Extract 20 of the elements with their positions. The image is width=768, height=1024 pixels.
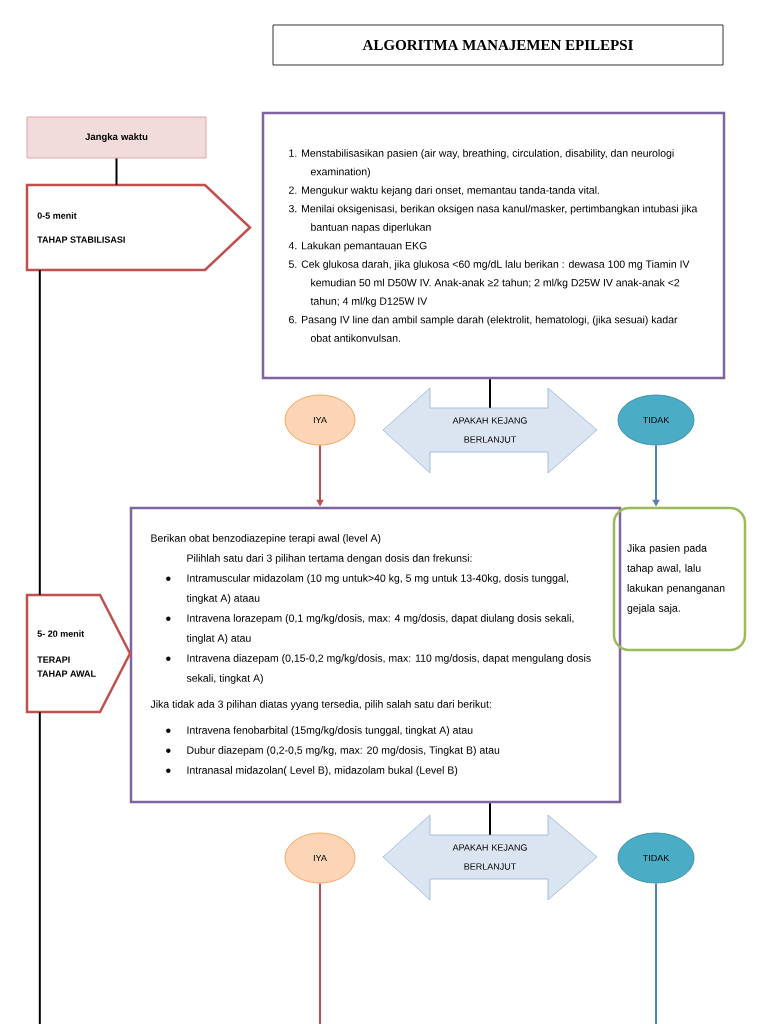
connector <box>319 882 321 1024</box>
connector <box>38 711 41 1024</box>
yes-oval: IYA <box>284 394 356 446</box>
connector <box>489 802 491 836</box>
time-pentagon: 5- 20 menit TERAPI TAHAP AWAL <box>25 593 132 714</box>
header-box: Jangka waktu <box>26 116 207 159</box>
connector <box>38 269 41 596</box>
no-oval: TIDAK <box>617 394 695 446</box>
process-box: Berikan obat benzodiazepine terapi awal (level A) Pilihlah satu dari 3 pilihan tertama dengan dosis dan frekunsi: Intramuscular midazolam (10 mg untuk>40 kg, 5 mg untuk 13-40kg, dosis tunggal, tingkat A) ataau Intravena lorazepam (0,1 mg/kg/dosis, max: 4 mg/dosis, dapat diulang dosis sekali, tinglat A) atau Intravena diazepam (0,15-0,2 mg/kg/dosis, max: 110 mg/dosis, dapat mengulang dosis sekali, tingkat A) Jika tidak ada 3 pilihan diatas yyang tersedia, pilih salah satu dari berikut: Intravena fenobarbital (15mg/kg/dosis tunggal, tingkat A) atau Dubur diazepam (0,2-0,5 mg/kg, max: 20 mg/dosis, Tingkat B) atau Intranasal midazolan( Level B), midazolam bukal (Level B) <box>129 506 622 804</box>
yes-oval: IYA <box>284 832 356 884</box>
no-oval: TIDAK <box>617 832 695 884</box>
connector <box>489 378 491 409</box>
note-box: Jika pasien pada tahap awal, lalu lakukan penanganan gejala saja. <box>612 506 747 652</box>
connector <box>115 157 118 186</box>
decision-block: APAKAH KEJANG BERLANJUT <box>382 814 598 901</box>
time-pentagon: 0-5 menit TAHAP STABILISASI <box>25 183 252 272</box>
connector <box>655 882 657 1024</box>
process-box: 1. Menstabilisasikan pasien (air way, breathing, circulation, disability, dan neurologi examination) 2. Mengukur waktu kejang dari onset, memantau tanda-tanda vital. 3. Menilai oksigenisasi, berikan oksigen nasa kanul/masker, pertimbangkan intubasi jika bantuan napas diperlukan 4. Lakukan pemantauan EKG 5. Cek glukosa darah, jika glukosa <60 mg/dL lalu berikan : dewasa 100 mg Tiamin IV kemudian 50 ml D50W IV. Anak-anak ≥2 tahun; 2 ml/kg D25W IV anak-anak <2 tahun; 4 ml/kg D125W IV 6. Pasang IV line dan ambil sample darah (elektrolit, hematologi, (jika sesuai) kadar obat antikonvulsan. <box>261 111 726 380</box>
title-box: ALGORITMA MANAJEMEN EPILEPSI <box>272 24 724 66</box>
decision-block: APAKAH KEJANG BERLANJUT <box>382 387 598 474</box>
